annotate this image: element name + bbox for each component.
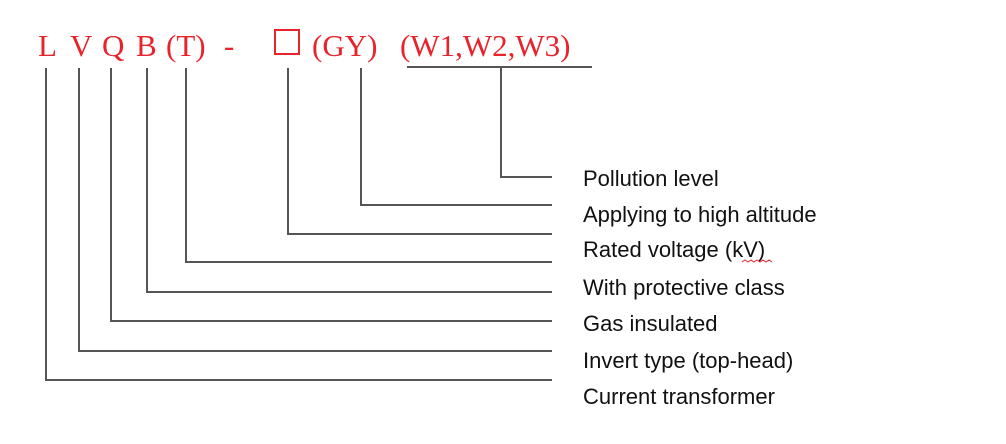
desc-high-altitude: Applying to high altitude (583, 202, 817, 227)
leader-line-invert-type-outer (78, 68, 552, 352)
desc-rated-voltage: Rated voltage (kV) (583, 237, 765, 262)
desc-invert-type: Invert type (top-head) (583, 348, 793, 373)
model-code: L V Q B (T) - (GY) (W1,W2,W3) (38, 28, 570, 63)
leader-line-high-altitude (360, 68, 552, 206)
desc-current-transformer: Current transformer (583, 384, 775, 409)
leader-line-protective-class (185, 68, 552, 263)
code-letter-q: Q (102, 28, 124, 63)
desc-protective-class: With protective class (583, 275, 785, 300)
leader-lines (45, 66, 592, 381)
descriptions: Pollution level Applying to high altitud… (583, 166, 817, 409)
desc-pollution-level: Pollution level (583, 166, 719, 191)
code-hyphen: - (224, 28, 234, 63)
spellcheck-underline (741, 259, 773, 263)
code-letter-b: B (136, 28, 157, 63)
leader-line-invert-type (110, 68, 552, 322)
code-suffix-t: (T) (166, 28, 206, 63)
leader-line-pollution-level (500, 67, 552, 178)
leader-line-current-transformer (45, 68, 552, 381)
leader-line-gas-insulated (146, 68, 552, 293)
code-suffix-w: (W1,W2,W3) (400, 28, 570, 63)
rated-voltage-placeholder-box (274, 29, 300, 55)
desc-gas-insulated: Gas insulated (583, 311, 718, 336)
code-letter-l: L (38, 28, 57, 63)
leader-line-rated-voltage (287, 68, 552, 235)
code-letter-v: V (70, 28, 93, 63)
code-suffix-gy: (GY) (312, 28, 377, 63)
